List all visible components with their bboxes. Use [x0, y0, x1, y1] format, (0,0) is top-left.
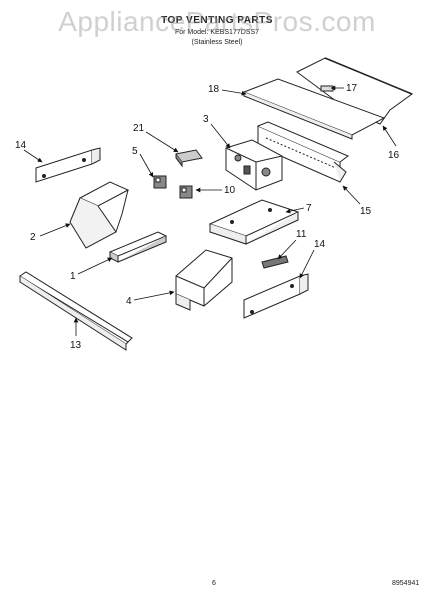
- callout-2: 2: [30, 232, 36, 243]
- callout-17: 17: [346, 83, 358, 94]
- leader-lines: [23, 85, 397, 336]
- callout-11: 11: [296, 229, 307, 240]
- callout-1: 1: [70, 271, 76, 282]
- callout-14-left: 14: [15, 140, 27, 151]
- callout-4: 4: [126, 296, 132, 307]
- callout-14-right: 14: [314, 239, 326, 250]
- callout-16: 16: [388, 150, 400, 161]
- watermark: AppliancePartsPros.com: [58, 6, 376, 37]
- part-13-trim-rail: [19, 271, 133, 351]
- part-15-vent-channel: [257, 121, 349, 183]
- part-10-switch: [179, 185, 193, 199]
- part-5-switch: [153, 175, 167, 189]
- callout-10: 10: [224, 185, 236, 196]
- finish-note: (Stainless Steel): [191, 39, 243, 46]
- part-3-blower-assembly: [225, 139, 283, 191]
- callout-5: 5: [132, 146, 138, 157]
- part-7-mounting-plate: [208, 199, 300, 245]
- callout-15: 15: [360, 206, 372, 217]
- part-14-bracket-right: [243, 273, 309, 319]
- callout-18: 18: [208, 84, 220, 95]
- part-1-filter: [108, 231, 168, 263]
- part-18-plate: [242, 78, 386, 140]
- callout-21: 21: [133, 123, 145, 134]
- part-21-block: [175, 149, 203, 168]
- callout-7: 7: [306, 203, 312, 214]
- callout-3: 3: [203, 114, 209, 125]
- part-17-clip: [320, 85, 334, 92]
- part-11-terminal-block: [261, 255, 289, 269]
- diagram-title: TOP VENTING PARTS: [161, 15, 273, 26]
- part-14-bracket-left: [35, 147, 101, 183]
- part-4-shroud: [175, 249, 233, 311]
- part-2-duct: [69, 181, 130, 249]
- callout-13: 13: [70, 340, 82, 351]
- page-number: 6: [212, 580, 216, 587]
- document-code: 8954941: [392, 580, 420, 587]
- model-number: For Model: KEBS177DSS7: [174, 29, 260, 36]
